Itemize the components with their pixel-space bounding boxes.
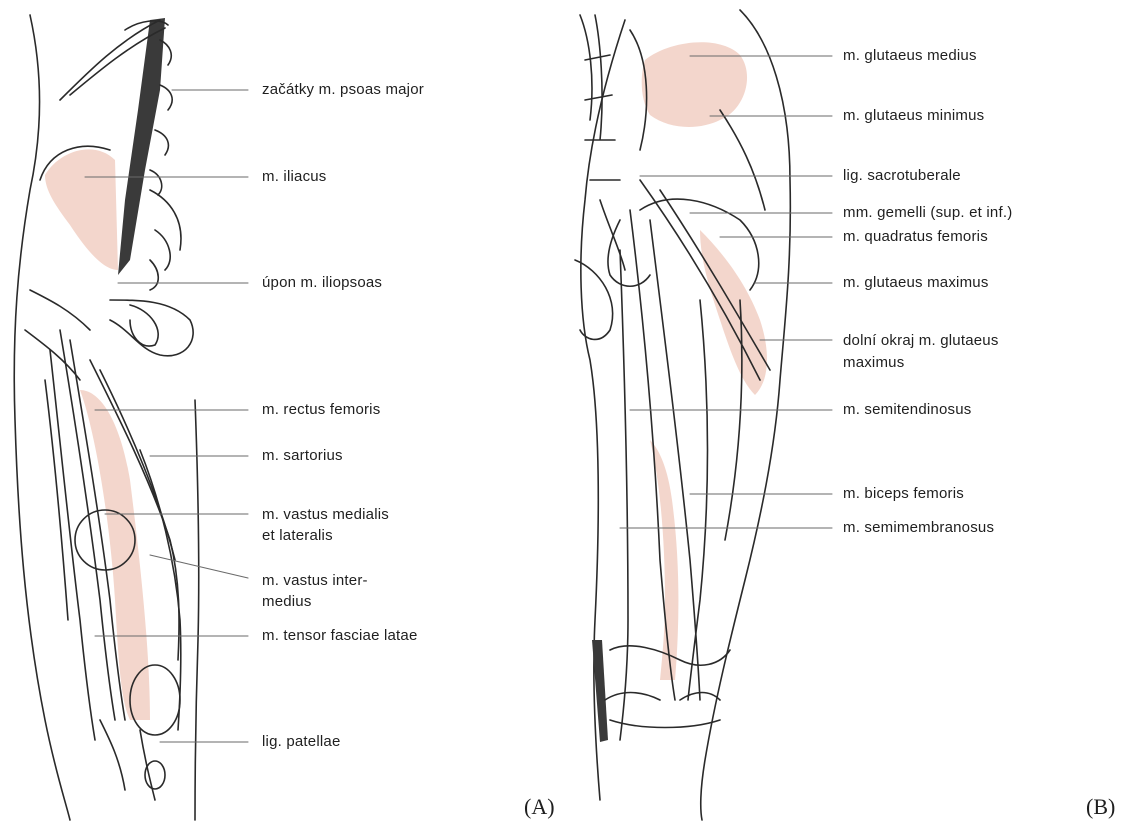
- panel-tag-b: (B): [1086, 794, 1115, 820]
- label-tensor-fasciae-latae: m. tensor fasciae latae: [262, 626, 418, 646]
- glutaeus-maximus-muscle: [700, 230, 767, 395]
- spine-b: [580, 15, 625, 270]
- label-rectus-femoris: m. rectus femoris: [262, 400, 380, 420]
- label-sartorius: m. sartorius: [262, 446, 343, 466]
- label-semimembranosus: m. semimembranosus: [843, 518, 994, 538]
- label-iliacus: m. iliacus: [262, 167, 327, 187]
- label-biceps-femoris: m. biceps femoris: [843, 484, 964, 504]
- panel-tag-a: (A): [524, 794, 555, 820]
- hamstring-muscle: [650, 440, 678, 680]
- psoas-major-muscle: [118, 18, 165, 275]
- outline-left-a: [14, 15, 70, 820]
- label-lower-edge-glutaeus-maximus: dolní okraj m. glutaeus maximus: [843, 330, 999, 374]
- panel-b-drawing: [575, 10, 790, 820]
- label-iliopsoas-insertion: úpon m. iliopsoas: [262, 273, 382, 293]
- label-lig-sacrotuberale: lig. sacrotuberale: [843, 166, 961, 186]
- label-mm-gemelli: mm. gemelli (sup. et inf.): [843, 203, 1012, 223]
- glutaeus-medius-muscle: [642, 42, 747, 127]
- panel-a-drawing: [14, 15, 199, 820]
- label-glutaeus-maximus: m. glutaeus maximus: [843, 273, 989, 293]
- label-quadratus-femoris: m. quadratus femoris: [843, 227, 988, 247]
- label-semitendinosus: m. semitendinosus: [843, 400, 971, 420]
- iliacus-muscle: [45, 149, 118, 270]
- outline-right-a: [195, 400, 199, 820]
- rectus-femoris-muscle: [80, 390, 150, 720]
- label-vastus-intermedius: m. vastus inter- medius: [262, 570, 368, 612]
- label-psoas-major-origins: začátky m. psoas major: [262, 80, 424, 100]
- leader-lines: [85, 56, 832, 742]
- label-lig-patellae: lig. patellae: [262, 732, 341, 752]
- label-vastus-medialis-lateralis: m. vastus medialis et lateralis: [262, 504, 389, 546]
- label-glutaeus-minimus: m. glutaeus minimus: [843, 106, 984, 126]
- outline-right-b: [701, 10, 791, 820]
- label-glutaeus-medius: m. glutaeus medius: [843, 46, 977, 66]
